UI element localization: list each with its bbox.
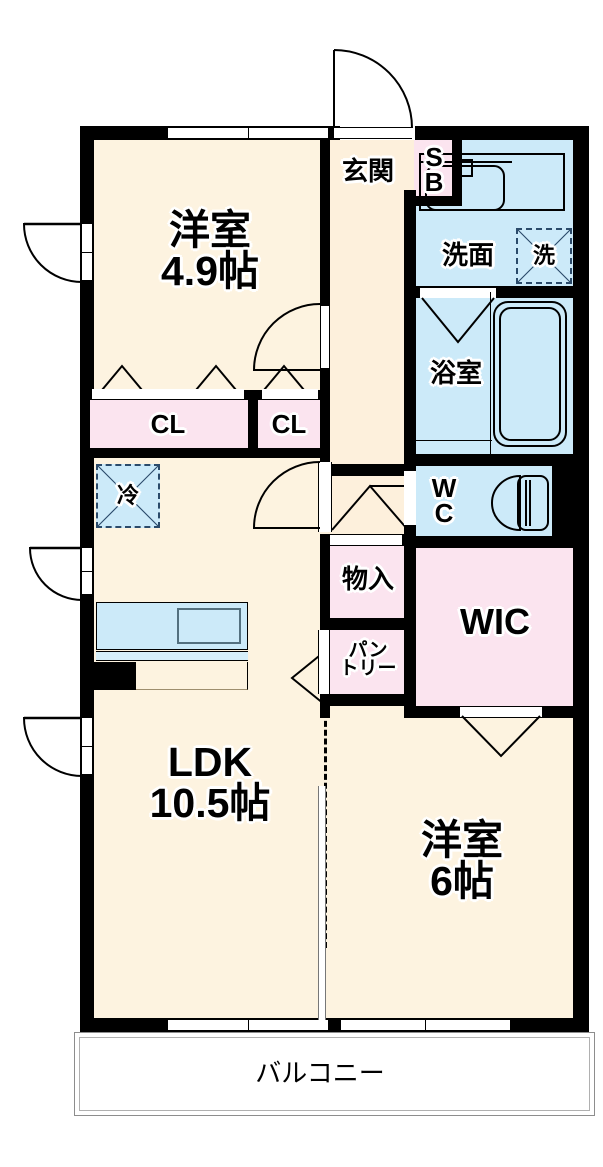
closet-right-floor: [258, 400, 320, 448]
closet-left-floor: [90, 400, 248, 448]
washroom-door-swing: [331, 484, 409, 531]
pantry-floor: [328, 628, 406, 698]
ldk-door-jamb: [318, 462, 332, 532]
wic-floor: [414, 546, 573, 714]
wall-bedroom1-hall-lower: [320, 368, 330, 464]
balcony-sliding-door-bedroom2[interactable]: [340, 1019, 510, 1031]
hallway-floor: [328, 204, 414, 534]
kitchen-counter-edge: [96, 651, 248, 661]
wall-bedroom1-hall: [320, 140, 330, 306]
closet-right-door-opening[interactable]: [262, 389, 318, 399]
entrance-door-swing: [333, 49, 413, 129]
refrigerator-space: [96, 464, 160, 528]
wall-bathroom-left: [404, 286, 416, 466]
window-ldk-left-upper[interactable]: [81, 548, 93, 594]
wall-wic-left: [404, 534, 416, 718]
closet-left-door-opening[interactable]: [92, 389, 244, 399]
window-bedroom1-left-swing: [22, 222, 83, 283]
window-bedroom1-top[interactable]: [168, 127, 328, 139]
wall-sb-bottom: [404, 196, 462, 206]
bathtub-fixture: [493, 301, 567, 447]
wic-door-swing: [461, 715, 541, 758]
bedroom1-door-swing: [252, 303, 321, 371]
wall-hall-bottom: [320, 464, 416, 476]
bathroom-door-swing: [421, 297, 495, 344]
wall-cl-bottom: [86, 448, 330, 458]
wall-cl-divider: [248, 390, 258, 458]
window-bedroom1-left[interactable]: [81, 224, 93, 280]
wall-right: [573, 126, 589, 1032]
bedroom1-floor: [94, 140, 328, 396]
pantry-door-opening[interactable]: [318, 630, 330, 694]
wall-bathroom-bottom: [404, 454, 589, 466]
kitchen-sink: [177, 608, 241, 644]
washbasin-fixture: [419, 153, 565, 211]
window-ldk-left-upper-swing: [28, 546, 83, 601]
entrance-floor: [328, 140, 414, 204]
wall-hall-washroom: [404, 204, 416, 292]
wall-storage-pantry: [320, 618, 416, 630]
storage-door-opening[interactable]: [330, 535, 402, 545]
storage-floor: [328, 546, 406, 622]
balcony-area: [74, 1032, 595, 1116]
ldk-floor: [94, 458, 328, 1018]
wall-balcony-mullion: [328, 1018, 341, 1032]
ldk-bedroom2-partition-track: [318, 786, 326, 1020]
wic-door-opening[interactable]: [460, 707, 542, 717]
bathroom-floor-divider: [416, 440, 492, 441]
wall-sb-right: [452, 140, 462, 196]
toilet-fixture: [491, 474, 549, 532]
wall-pantry-bottom: [320, 694, 416, 706]
washing-machine-space: [516, 228, 572, 284]
kitchen-range-unit: [94, 662, 136, 690]
wall-wc-right: [552, 454, 573, 546]
wall-wc-bottom: [404, 536, 589, 548]
entrance-door-opening[interactable]: [334, 127, 412, 139]
bathroom-fixture-divider: [490, 292, 491, 454]
window-ldk-left-lower[interactable]: [81, 718, 93, 774]
bedroom1-door-opening[interactable]: [320, 306, 330, 368]
window-ldk-left-lower-swing: [22, 716, 83, 777]
balcony-sliding-door-ldk[interactable]: [168, 1019, 328, 1031]
closet-left-door-marks: [101, 364, 237, 391]
pantry-door-swing: [290, 651, 325, 705]
closet-right-door-marks: [263, 364, 305, 391]
bedroom2-floor: [328, 714, 573, 1018]
kitchen-base-cabinet: [136, 662, 248, 690]
wc-door-opening[interactable]: [404, 470, 416, 526]
wall-top-right: [415, 126, 589, 140]
bathroom-door-opening[interactable]: [420, 288, 496, 298]
ldk-door-swing: [252, 461, 321, 529]
